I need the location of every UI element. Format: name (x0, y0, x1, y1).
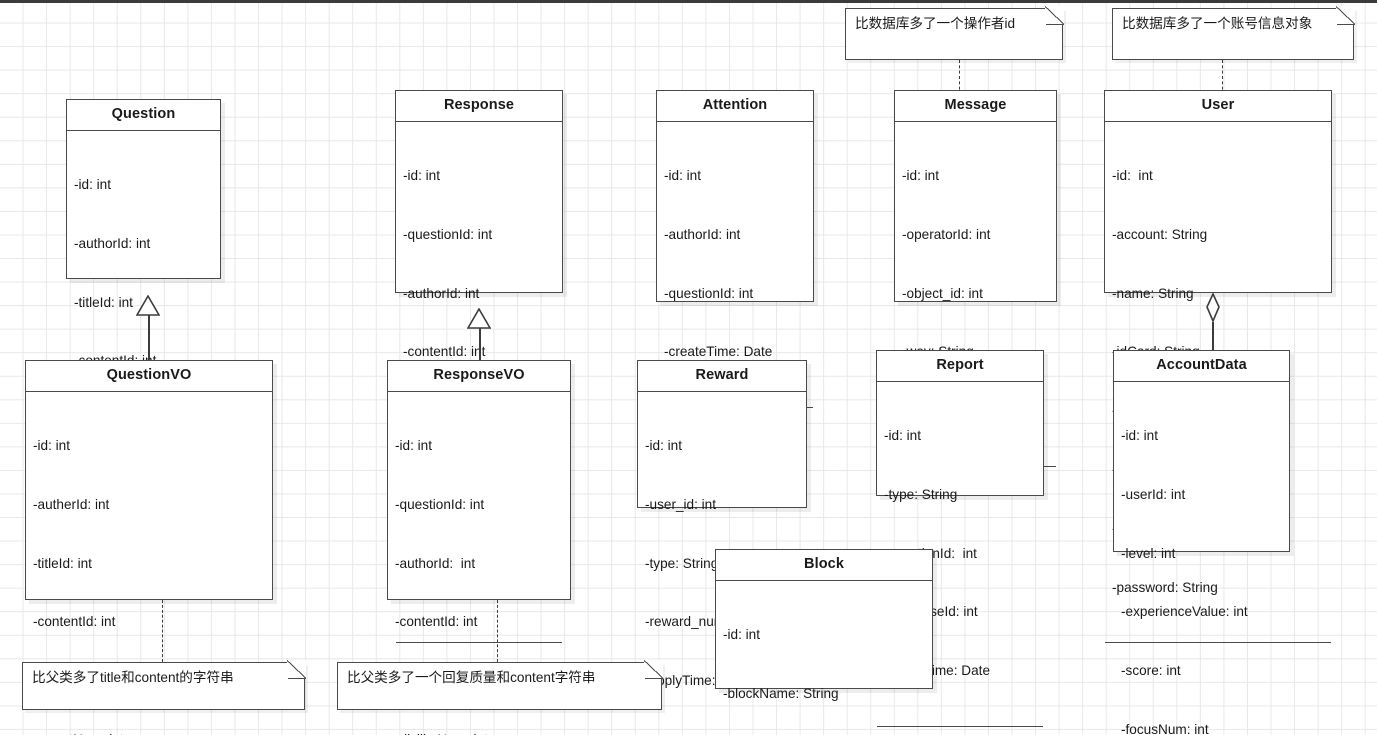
attribute: -type: String (884, 486, 958, 502)
note-text: 比父类多了一个回复质量和content字符串 (347, 670, 596, 685)
class-box-message[interactable]: Message -id: int -operatorId: int -objec… (894, 90, 1057, 468)
class-title: Response (396, 91, 562, 122)
attribute: -id: int (403, 168, 441, 184)
note-text: 比数据库多了一个操作者id (855, 16, 1016, 31)
class-box-user[interactable]: User -id: int -account: String -name: St… (1104, 90, 1332, 644)
note-text: 比数据库多了一个账号信息对象 (1122, 16, 1313, 31)
class-attributes: -id: int -userId: int -level: int -exper… (1114, 382, 1289, 735)
attribute: -object_id: int (902, 285, 983, 301)
note-link-responsevo (497, 600, 498, 662)
note-responsevo[interactable]: 比父类多了一个回复质量和content字符串 (337, 659, 663, 710)
attribute: -id: int (33, 438, 71, 454)
attribute: -questionId: int (403, 226, 493, 242)
attribute: -authorId: int (403, 285, 480, 301)
attribute: -contentId: int (395, 614, 478, 630)
class-title: Message (895, 91, 1056, 122)
note-fold-corner-icon (1044, 5, 1064, 26)
class-box-responsevo[interactable]: ResponseVO -id: int -questionId: int -au… (387, 360, 571, 735)
generalization-line-questionvo-question (148, 315, 150, 361)
class-box-attention[interactable]: Attention -id: int -authorId: int -quest… (656, 90, 814, 409)
generalization-arrow-responsevo-response (467, 308, 491, 329)
class-title: AccountData (1114, 351, 1289, 382)
note-fold-corner-icon (286, 659, 306, 680)
attribute: -blockName: String (723, 685, 839, 701)
class-title: Report (877, 351, 1043, 382)
attribute: -id: int (664, 168, 702, 184)
attribute: -questionId: int (395, 496, 485, 512)
class-title: ResponseVO (388, 361, 570, 392)
generalization-arrow-questionvo-question (136, 295, 160, 316)
class-title: Reward (638, 361, 806, 392)
attribute: -account: String (1112, 226, 1208, 242)
class-box-accountdata[interactable]: AccountData -id: int -userId: int -level… (1113, 350, 1290, 735)
class-attributes: -id: int -blockName: String -keyWord (716, 581, 932, 735)
attribute: -userId: int (1121, 486, 1186, 502)
attribute: -contentId: int (33, 614, 116, 630)
aggregation-line-user-accountdata (1212, 322, 1214, 352)
attribute: -password: String (1112, 579, 1218, 595)
note-user[interactable]: 比数据库多了一个账号信息对象 (1112, 5, 1355, 60)
attribute: -score: int (1121, 663, 1181, 679)
attribute: -createTime: Date (664, 344, 773, 360)
attribute: -titleId: int (33, 555, 92, 571)
class-box-response[interactable]: Response -id: int -questionId: int -auth… (395, 90, 563, 644)
attribute: -id: int (1112, 168, 1153, 184)
attribute: -id: int (884, 428, 922, 444)
class-title: QuestionVO (26, 361, 272, 392)
attribute: -contentId: int (403, 344, 486, 360)
class-title: Attention (657, 91, 813, 122)
attribute: -type: String (645, 555, 719, 571)
class-title: Question (67, 100, 220, 131)
attribute: -name: String (1112, 285, 1194, 301)
aggregation-diamond-icon (1205, 293, 1221, 323)
note-link-user (1222, 60, 1223, 95)
note-fold-corner-icon (643, 659, 663, 680)
attribute: -id: int (1121, 428, 1159, 444)
attribute: -titleId: int (74, 294, 133, 310)
class-box-report[interactable]: Report -id: int -type: String -questionI… (876, 350, 1044, 728)
attribute: -authorId: int (74, 235, 151, 251)
attribute: -autherId: int (33, 496, 110, 512)
class-title: Block (716, 550, 932, 581)
attribute: -focusNum: int (1121, 722, 1209, 735)
class-box-block[interactable]: Block -id: int -blockName: String -keyWo… (715, 549, 933, 701)
note-link-questionvo (162, 600, 163, 662)
attribute: -id: int (645, 438, 683, 454)
attribute: -reportNum: int (33, 730, 272, 735)
attribute: -id: int (395, 438, 433, 454)
note-message[interactable]: 比数据库多了一个操作者id (845, 5, 1064, 60)
note-questionvo[interactable]: 比父类多了title和content的字符串 (22, 659, 306, 710)
attribute: -id: int (723, 627, 761, 643)
canvas-top-border (0, 0, 1377, 3)
class-box-question[interactable]: Question -id: int -authorId: int -titleI… (66, 99, 221, 594)
attribute: -authorId: int (664, 226, 741, 242)
attribute: -questionId: int (664, 285, 754, 301)
attribute: -dislikeNum: int (395, 730, 570, 735)
attribute: -level: int (1121, 545, 1176, 561)
class-box-reward[interactable]: Reward -id: int -user_id: int -type: Str… (637, 360, 807, 688)
note-link-message (959, 60, 960, 95)
generalization-line-responsevo-response (479, 328, 481, 361)
note-fold-corner-icon (1335, 5, 1355, 26)
attribute: -operatorId: int (902, 226, 991, 242)
attribute: -id: int (902, 168, 940, 184)
class-box-questionvo[interactable]: QuestionVO -id: int -autherId: int -titl… (25, 360, 273, 735)
attribute: -id: int (74, 177, 112, 193)
note-text: 比父类多了title和content的字符串 (32, 670, 234, 685)
class-attributes: -id: int -authorId: int -questionId: int… (657, 122, 813, 409)
class-attributes: -id: int -user_id: int -type: String -re… (638, 392, 806, 735)
attribute: -authorId: int (395, 555, 476, 571)
attribute: -user_id: int (645, 496, 717, 512)
attribute: -experienceValue: int (1121, 604, 1248, 620)
class-title: User (1105, 91, 1331, 122)
